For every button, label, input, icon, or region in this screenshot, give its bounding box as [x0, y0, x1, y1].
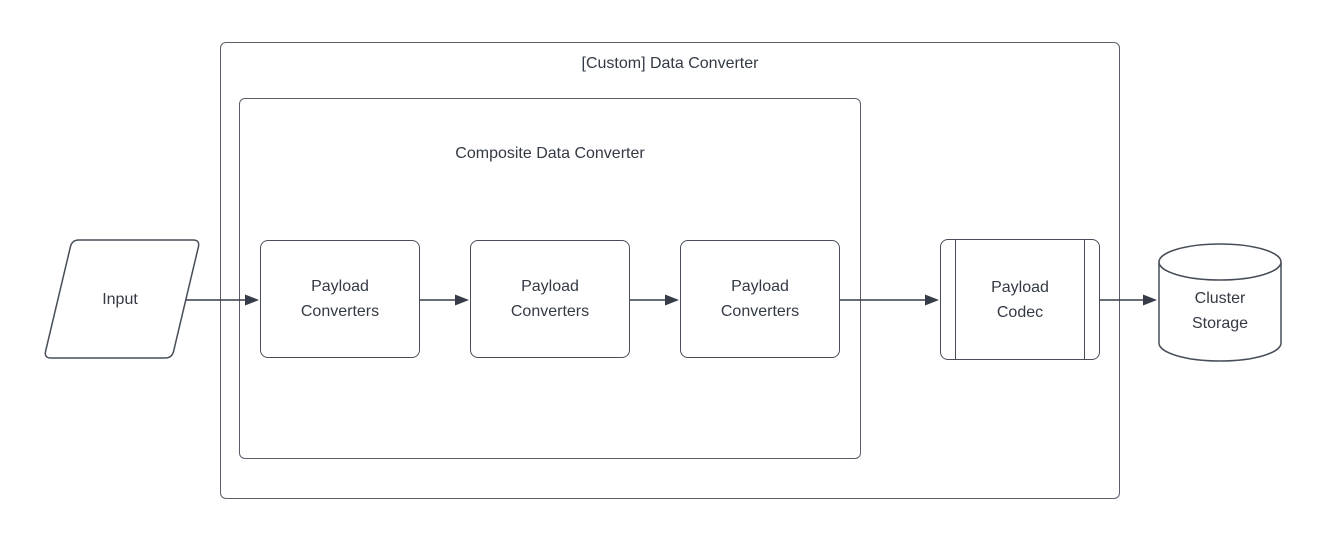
arrow-converter3-to-codec — [840, 294, 939, 306]
cylinder-top — [1158, 243, 1282, 281]
codec-left-bar — [955, 240, 956, 359]
composite-data-converter-group-title: Composite Data Converter — [455, 145, 645, 162]
arrow-converter2-to-converter3 — [630, 294, 679, 306]
payload-codec-box: Payload Codec — [940, 239, 1100, 360]
payload-converters-1-label: Payload Converters — [300, 278, 380, 320]
custom-data-converter-group: [Custom] Data Converter — [220, 42, 1120, 499]
input-parallelogram — [44, 239, 200, 359]
arrow-codec-to-storage — [1100, 294, 1157, 306]
arrow-input-to-converter1 — [186, 294, 259, 306]
arrow-converter1-to-converter2 — [420, 294, 469, 306]
cluster-storage-cylinder — [1158, 243, 1282, 362]
payload-codec-label: Payload Codec — [991, 278, 1049, 321]
payload-converters-2-label: Payload Converters — [510, 278, 590, 320]
codec-right-bar — [1084, 240, 1085, 359]
composite-data-converter-group: Composite Data Converter — [239, 98, 861, 459]
payload-converters-1-box: Payload Converters — [260, 240, 420, 358]
custom-data-converter-group-title: [Custom] Data Converter — [581, 55, 759, 72]
payload-converters-3-box: Payload Converters — [680, 240, 840, 358]
cylinder-body — [1158, 262, 1282, 362]
payload-converters-2-box: Payload Converters — [470, 240, 630, 358]
payload-converters-3-label: Payload Converters — [720, 278, 800, 320]
